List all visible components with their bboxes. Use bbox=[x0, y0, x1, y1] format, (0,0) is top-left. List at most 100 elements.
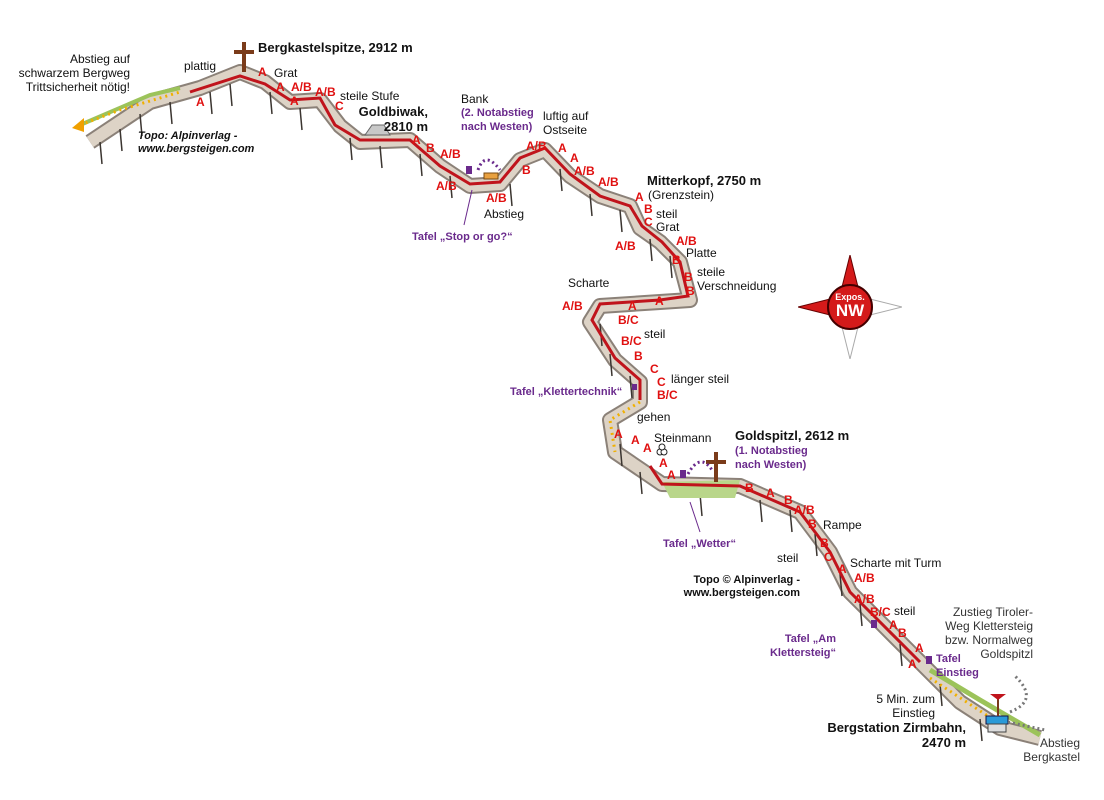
grade-label: A bbox=[558, 141, 567, 155]
rock-spike bbox=[939, 683, 943, 707]
grade-label: A/B bbox=[574, 164, 595, 178]
grade-label: C bbox=[335, 99, 344, 113]
arrow-zustieg-icon bbox=[1009, 674, 1028, 714]
grade-label: A bbox=[915, 641, 924, 655]
exposition-compass: Expos. NW bbox=[797, 254, 903, 360]
grade-label: A/B bbox=[854, 592, 875, 606]
goldspitzl-plateau bbox=[662, 480, 740, 498]
grade-label: A/B bbox=[615, 239, 636, 253]
peak-goldbiwak: Goldbiwak, 2810 m bbox=[358, 104, 428, 134]
rock-spike bbox=[629, 375, 633, 399]
sign-wetter: Tafel „Wetter“ bbox=[663, 538, 736, 550]
rock-spike bbox=[449, 175, 453, 199]
credit-bottom: Topo © Alpinverlag - www.bergsteigen.com bbox=[683, 574, 800, 599]
note-scharte: Scharte bbox=[568, 276, 610, 290]
rock-spike bbox=[979, 718, 983, 742]
compass-rose-icon bbox=[797, 254, 903, 360]
grade-label: A/B bbox=[486, 191, 507, 205]
grade-label: A bbox=[258, 65, 267, 79]
rock-spike bbox=[349, 137, 353, 161]
rock-spikes bbox=[99, 83, 983, 742]
grade-label: B bbox=[672, 253, 681, 267]
rock-spike bbox=[639, 471, 643, 495]
grade-label: A bbox=[766, 486, 775, 500]
bivouac-hut-icon bbox=[364, 124, 391, 136]
rock-spike bbox=[169, 101, 173, 125]
rock-spike bbox=[559, 168, 563, 192]
grade-label: A bbox=[889, 618, 898, 632]
peak-goldspitzl: Goldspitzl, 2612 m bbox=[735, 428, 850, 443]
rock-spike bbox=[589, 193, 593, 217]
grade-label: A/B bbox=[562, 299, 583, 313]
note-steil-4: steil bbox=[894, 604, 916, 618]
rock-spike bbox=[669, 255, 673, 279]
note-notabstieg-1: (1. Notabstieg nach Westen) bbox=[735, 445, 808, 471]
rock-spike bbox=[419, 153, 423, 177]
grade-label: B bbox=[784, 493, 793, 507]
grade-label: A bbox=[908, 657, 917, 671]
grade-label: A bbox=[635, 190, 644, 204]
note-notabstieg-2: (2. Notabstieg nach Westen) bbox=[461, 107, 534, 133]
arrow-descent-left-icon bbox=[72, 118, 84, 132]
note-rampe: Rampe bbox=[823, 518, 862, 532]
rock-spike bbox=[649, 238, 653, 262]
grade-label: B bbox=[634, 349, 643, 363]
grade-label: A bbox=[643, 441, 652, 455]
grade-label: C bbox=[644, 215, 653, 229]
grade-label: A bbox=[276, 80, 285, 94]
cable-car-station-icon bbox=[985, 694, 1009, 733]
grade-label: B bbox=[426, 141, 435, 155]
note-steil-3: steil bbox=[777, 551, 799, 565]
rock-spike bbox=[229, 83, 233, 107]
goldspitzl-cross-icon bbox=[706, 452, 726, 482]
grade-label: A/B bbox=[598, 175, 619, 189]
grade-label: A bbox=[570, 151, 579, 165]
grade-label: A/B bbox=[854, 571, 875, 585]
sign-stop-or-go: Tafel „Stop or go?“ bbox=[412, 231, 513, 243]
rock-spike bbox=[619, 443, 623, 467]
rock-spike bbox=[759, 499, 763, 523]
rock-spike bbox=[99, 141, 103, 165]
grade-label: A/B bbox=[794, 503, 815, 517]
rock-spike bbox=[509, 183, 513, 207]
note-steinmann: Steinmann bbox=[654, 431, 712, 445]
rock-spike bbox=[899, 643, 903, 667]
note-platte: Platte bbox=[686, 246, 717, 260]
compass-direction: NW bbox=[835, 301, 865, 320]
grade-label: B bbox=[644, 202, 653, 216]
grade-label: B bbox=[522, 163, 531, 177]
note-5-min: 5 Min. zum Einstieg bbox=[876, 692, 935, 720]
grass-ascent bbox=[928, 667, 1042, 738]
dotted-path-zustieg bbox=[929, 676, 1001, 726]
rock-spike bbox=[269, 91, 273, 115]
grade-label: A bbox=[412, 133, 421, 147]
note-abstieg-bergkastel: Abstieg Bergkastel bbox=[1023, 736, 1080, 764]
rock-spike bbox=[609, 353, 613, 377]
grade-label: A/B bbox=[315, 85, 336, 99]
grade-label: A bbox=[290, 94, 299, 108]
grade-label: C bbox=[657, 375, 666, 389]
summit-cross-icon bbox=[234, 42, 254, 72]
rock-spike bbox=[119, 128, 123, 152]
climbing-route-lower bbox=[648, 465, 922, 664]
grade-label: B/C bbox=[621, 334, 642, 348]
note-grat-2: Grat bbox=[656, 220, 680, 234]
peak-mitterkopf: Mitterkopf, 2750 m bbox=[647, 173, 762, 188]
grade-label: A bbox=[655, 294, 664, 308]
emergency-descent-arrow-1-icon bbox=[686, 460, 714, 475]
sign-am-klettersteig: Tafel „Am Klettersteig“ bbox=[769, 633, 836, 659]
grade-label: A/B bbox=[440, 147, 461, 161]
grade-label: B/C bbox=[870, 605, 891, 619]
note-abstieg: Abstieg bbox=[484, 207, 525, 221]
grade-label: A/B bbox=[436, 179, 457, 193]
rock-spike bbox=[139, 113, 143, 137]
grade-label: B bbox=[808, 517, 817, 531]
sign-markers bbox=[466, 166, 932, 664]
emergency-descent-arrow-2-icon bbox=[476, 158, 502, 171]
peak-bergkastelspitze: Bergkastelspitze, 2912 m bbox=[258, 40, 413, 55]
sign-einstieg: Tafel Einstieg bbox=[936, 653, 979, 679]
grade-label: B bbox=[820, 536, 829, 550]
grade-label: B bbox=[686, 284, 695, 298]
